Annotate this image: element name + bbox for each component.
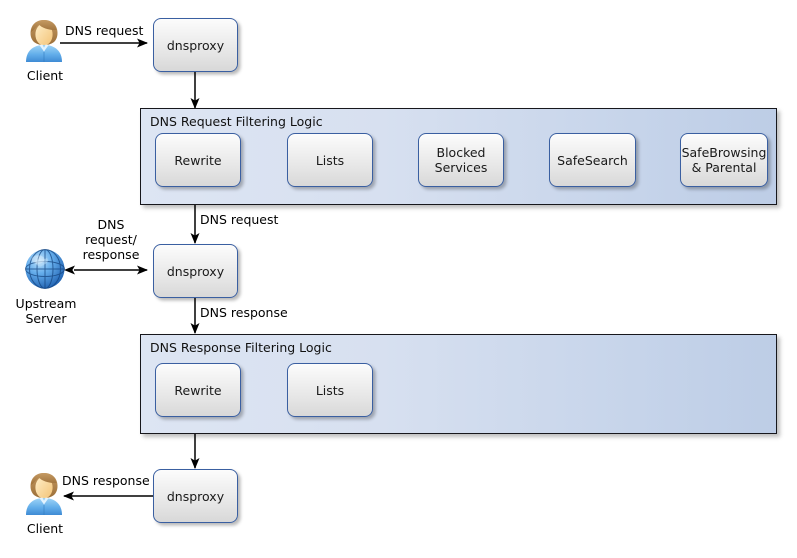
- node-dnsproxy-bottom-label: dnsproxy: [166, 488, 225, 504]
- node-dnsproxy-top[interactable]: dnsproxy: [153, 18, 238, 72]
- stage-req-safesearch[interactable]: SafeSearch: [549, 133, 636, 187]
- actor-upstream-server-caption: Upstream Server: [15, 296, 77, 326]
- stage-req-lists-label: Lists: [315, 152, 345, 168]
- node-dnsproxy-top-label: dnsproxy: [166, 37, 225, 53]
- stage-req-safesearch-label: SafeSearch: [557, 152, 628, 168]
- node-dnsproxy-mid[interactable]: dnsproxy: [153, 244, 238, 298]
- person-icon: [26, 473, 62, 515]
- edge-label-dnsproxy-to-response-logic: DNS response: [200, 305, 288, 320]
- group-response-filtering: DNS Response Filtering Logic: [140, 334, 777, 434]
- globe-icon: [25, 249, 65, 289]
- group-request-filtering-title: DNS Request Filtering Logic: [150, 114, 323, 129]
- stage-req-safebrowsing-parental-label: SafeBrowsing & Parental: [681, 145, 767, 175]
- actor-client-bottom: [21, 471, 67, 517]
- stage-req-blocked-services-label: Blocked Services: [434, 145, 488, 175]
- person-icon: [26, 20, 62, 62]
- edge-label-dnsproxy-to-client: DNS response: [62, 473, 150, 488]
- stage-req-safebrowsing-parental[interactable]: SafeBrowsing & Parental: [680, 133, 768, 187]
- edge-label-request-logic-to-dnsproxy: DNS request: [200, 212, 279, 227]
- group-response-filtering-title: DNS Response Filtering Logic: [150, 340, 332, 355]
- stage-res-rewrite-label: Rewrite: [174, 382, 222, 398]
- node-dnsproxy-bottom[interactable]: dnsproxy: [153, 469, 238, 523]
- stage-res-rewrite[interactable]: Rewrite: [155, 363, 241, 417]
- stage-res-lists-label: Lists: [315, 382, 345, 398]
- edge-label-upstream-exchange: DNS request/ response: [82, 217, 140, 262]
- stage-req-lists[interactable]: Lists: [287, 133, 373, 187]
- actor-client-bottom-caption: Client: [26, 521, 64, 536]
- stage-req-rewrite[interactable]: Rewrite: [155, 133, 241, 187]
- stage-res-lists[interactable]: Lists: [287, 363, 373, 417]
- actor-upstream-server: [21, 245, 69, 293]
- edge-label-client-to-dnsproxy: DNS request: [65, 23, 144, 38]
- stage-req-blocked-services[interactable]: Blocked Services: [418, 133, 504, 187]
- stage-req-rewrite-label: Rewrite: [174, 152, 222, 168]
- actor-client-top: [21, 18, 67, 64]
- node-dnsproxy-mid-label: dnsproxy: [166, 263, 225, 279]
- actor-client-top-caption: Client: [26, 68, 64, 83]
